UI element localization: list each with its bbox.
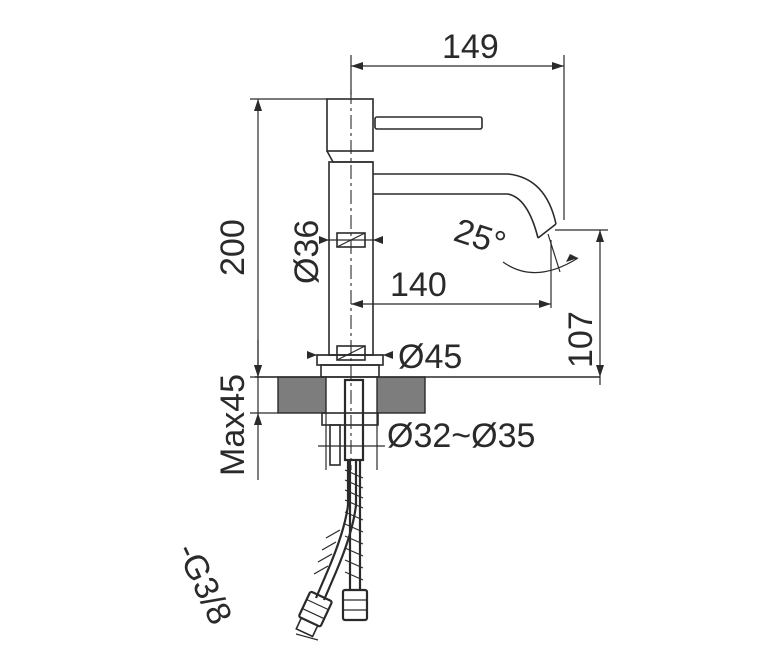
dim-connection: -G3/8	[169, 537, 319, 641]
dim-spout-reach-label: 140	[390, 266, 447, 304]
hose-left	[314, 460, 350, 599]
mounting-assembly	[295, 378, 379, 638]
dim-base-diameter-label: Ø45	[398, 338, 462, 376]
dim-spout-angle: 25°	[450, 211, 579, 274]
dim-body-diameter: Ø36	[288, 220, 383, 284]
dim-overall-reach-label: 149	[442, 28, 499, 66]
dim-overall-reach: 149	[350, 28, 565, 220]
dim-max-deck: Max45	[214, 340, 278, 480]
hose-fitting-right	[341, 588, 369, 622]
deck-right	[376, 376, 426, 414]
dim-max-deck-label: Max45	[214, 374, 252, 476]
shank	[343, 378, 365, 462]
dim-base-diameter: Ø45	[307, 338, 462, 376]
hose-fitting-left	[295, 590, 333, 638]
base-flange	[320, 364, 380, 378]
lever-handle	[374, 116, 483, 130]
dim-height-label: 200	[214, 219, 252, 276]
spout-inner	[373, 193, 539, 239]
dim-spout-reach: 140	[351, 240, 552, 308]
cap-bevel	[326, 150, 373, 163]
threaded-rod	[329, 424, 341, 466]
deck-left	[277, 376, 327, 414]
dim-spout-angle-label: 25°	[450, 211, 511, 263]
dim-hole-diameter: Ø32~Ø35	[318, 413, 535, 470]
spout-tip	[537, 223, 557, 239]
faucet-body	[316, 98, 557, 378]
dim-height: 200	[214, 98, 327, 377]
dim-spout-height-label: 107	[562, 311, 600, 368]
dim-spout-height: 107	[555, 229, 608, 385]
handle-cap	[326, 98, 374, 152]
dim-body-diameter-label: Ø36	[288, 220, 326, 284]
deck-section	[255, 376, 600, 414]
spout-outer	[373, 173, 557, 225]
dim-connection-label: -G3/8	[169, 537, 239, 630]
dim-hole-diameter-label: Ø32~Ø35	[387, 417, 535, 455]
mounting-nut	[321, 412, 379, 426]
